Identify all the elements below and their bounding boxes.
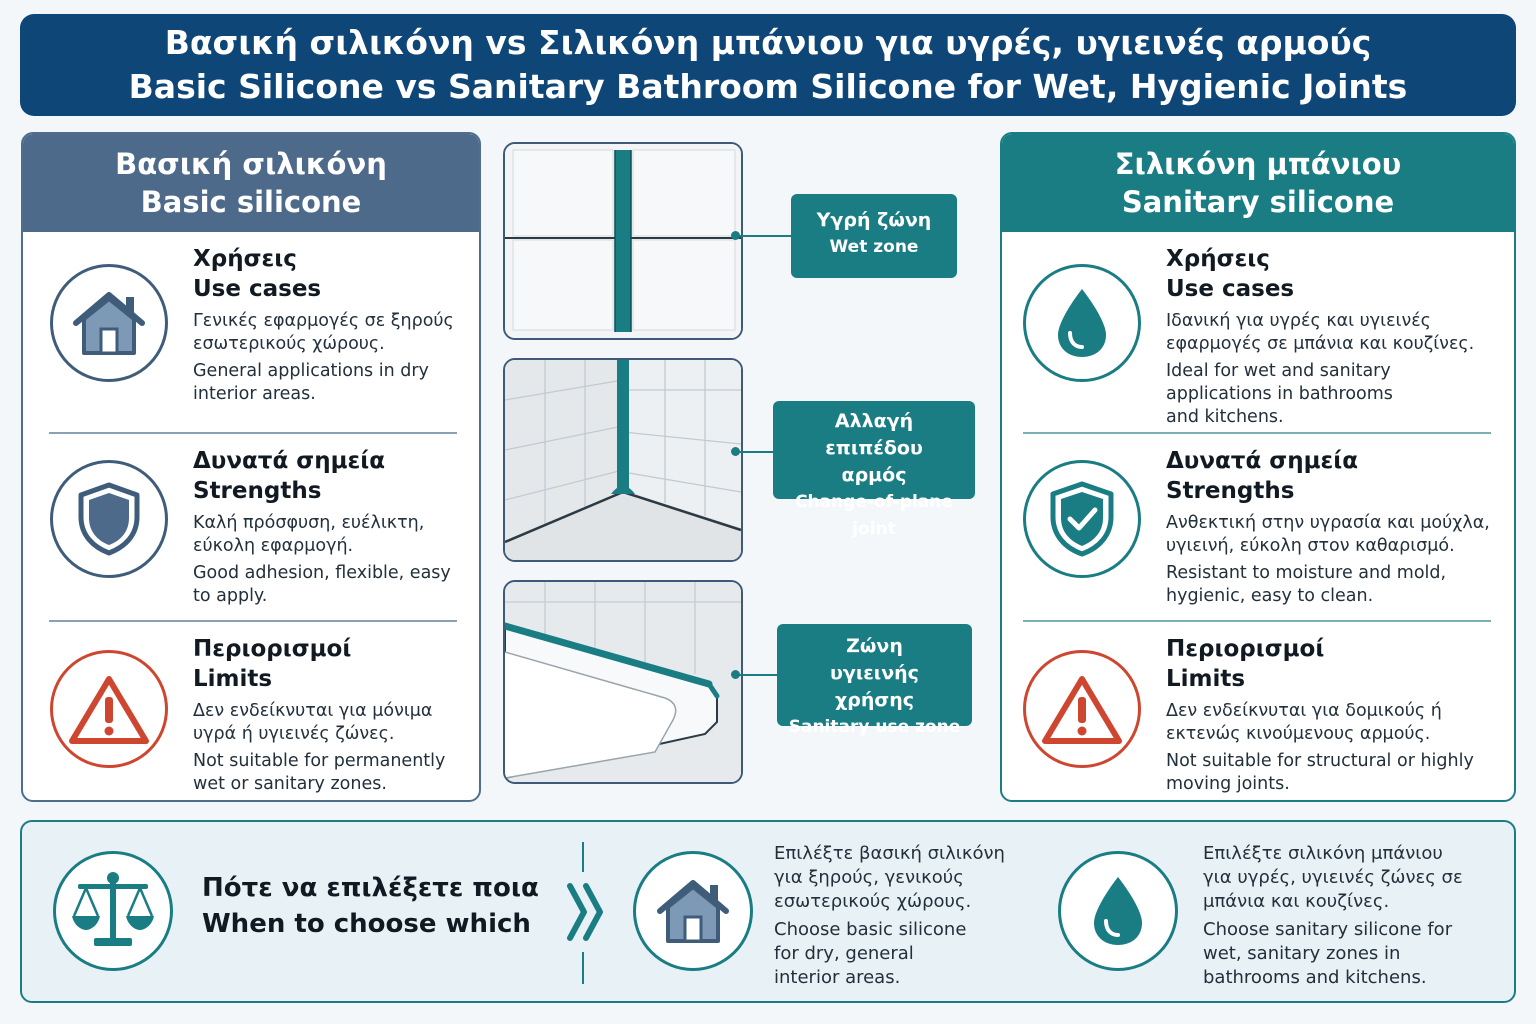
choose-basic-text: Επιλέξτε βασική σιλικόνη για ξηρούς, γεν… bbox=[774, 842, 1024, 990]
sanitary-use-cases: Χρήσεις Use cases Ιδανική για υγρές και … bbox=[1002, 232, 1514, 432]
header-banner: Βασική σιλικόνη vs Σιλικόνη μπάνιου για … bbox=[20, 14, 1516, 116]
section-divider bbox=[1023, 620, 1491, 622]
basic-strengths: Δυνατά σημεία Strengths Καλή πρόσφυση, ε… bbox=[23, 434, 479, 620]
double-chevron-icon bbox=[566, 872, 608, 952]
basic-limits: Περιορισμοί Limits Δεν ενδείκνυται για μ… bbox=[23, 622, 479, 800]
sanitary-silicone-panel: Σιλικόνη μπάνιου Sanitary silicone Χρήσε… bbox=[1000, 132, 1516, 802]
connector-line bbox=[736, 674, 778, 676]
section-title-english: Strengths bbox=[1166, 478, 1295, 504]
connector-dot bbox=[731, 447, 740, 456]
section-text-english: Ideal for wet and sanitary applications … bbox=[1166, 361, 1393, 427]
tag-greek: Υγρή ζώνη bbox=[816, 209, 932, 231]
section-title-english: Use cases bbox=[1166, 276, 1295, 302]
choose-sanitary-greek: Επιλέξτε σιλικόνη μπάνιου για υγρές, υγι… bbox=[1203, 843, 1463, 912]
section-text-english: Resistant to moisture and mold, hygienic… bbox=[1166, 563, 1447, 606]
section-title-english: Limits bbox=[193, 666, 273, 692]
section-title-greek: Δυνατά σημεία bbox=[1166, 448, 1359, 474]
water-drop-icon bbox=[1023, 264, 1141, 382]
when-to-choose-bar: Πότε να επιλέξετε ποια When to choose wh… bbox=[20, 820, 1516, 1003]
basic-head-english: Basic silicone bbox=[140, 185, 362, 219]
choose-sanitary-text: Επιλέξτε σιλικόνη μπάνιου για υγρές, υγι… bbox=[1203, 842, 1463, 990]
sanitary-zone-illustration bbox=[503, 580, 743, 784]
tag-english: Wet zone bbox=[829, 237, 919, 257]
section-title-english: Strengths bbox=[193, 478, 322, 504]
connector-dot bbox=[731, 231, 740, 240]
basic-silicone-panel: Βασική σιλικόνη Basic silicone Χρήσεις U… bbox=[21, 132, 481, 802]
tag-english: Change-of-plane joint bbox=[795, 492, 953, 539]
warning-icon bbox=[1023, 650, 1141, 768]
house-icon bbox=[50, 264, 168, 382]
section-title-english: Use cases bbox=[193, 276, 322, 302]
sanitary-use-zone-tag: Ζώνη υγιεινής χρήσης Sanitary use zone bbox=[777, 624, 972, 737]
house-icon bbox=[633, 851, 753, 971]
basic-use-cases: Χρήσεις Use cases Γενικές εφαρμογές σε ξ… bbox=[23, 232, 479, 432]
section-text-greek: Γενικές εφαρμογές σε ξηρούς εσωτερικούς … bbox=[193, 311, 454, 354]
corner-joint-illustration bbox=[503, 358, 743, 562]
section-text-greek: Καλή πρόσφυση, ευέλικτη, εύκολη εφαρμογή… bbox=[193, 513, 425, 556]
connector-dot bbox=[731, 670, 740, 679]
section-title-greek: Περιορισμοί bbox=[1166, 636, 1325, 662]
tag-english: Sanitary use zone bbox=[788, 717, 961, 737]
sanitary-head-english: Sanitary silicone bbox=[1121, 185, 1395, 219]
section-text-greek: Ιδανική για υγρές και υγιεινές εφαρμογές… bbox=[1166, 311, 1475, 354]
wet-zone-tag: Υγρή ζώνη Wet zone bbox=[791, 194, 957, 278]
scales-icon bbox=[53, 851, 173, 971]
when-to-choose-title: Πότε να επιλέξετε ποια When to choose wh… bbox=[202, 870, 539, 942]
water-drop-icon bbox=[1058, 851, 1178, 971]
sanitary-limits: Περιορισμοί Limits Δεν ενδείκνυται για δ… bbox=[1002, 622, 1514, 800]
tag-greek: Αλλαγή επιπέδου αρμός bbox=[825, 410, 923, 486]
when-title-greek: Πότε να επιλέξετε ποια bbox=[202, 873, 539, 903]
sanitary-head-greek: Σιλικόνη μπάνιου bbox=[1114, 147, 1402, 181]
section-title-greek: Περιορισμοί bbox=[193, 636, 352, 662]
change-of-plane-tag: Αλλαγή επιπέδου αρμός Change-of-plane jo… bbox=[773, 401, 975, 539]
section-title-greek: Χρήσεις bbox=[1166, 246, 1270, 272]
choose-sanitary-english: Choose sanitary silicone for wet, sanita… bbox=[1203, 919, 1453, 988]
section-text-english: Good adhesion, flexible, easy to apply. bbox=[193, 563, 451, 606]
shield-icon bbox=[50, 460, 168, 578]
wet-zone-illustration bbox=[503, 142, 743, 340]
choose-basic-english: Choose basic silicone for dry, general i… bbox=[774, 919, 967, 988]
section-text-greek: Δεν ενδείκνυται για δομικούς ή εκτενώς κ… bbox=[1166, 701, 1442, 744]
section-divider bbox=[1023, 432, 1491, 434]
title-greek: Βασική σιλικόνη vs Σιλικόνη μπάνιου για … bbox=[164, 23, 1372, 62]
sanitary-panel-header: Σιλικόνη μπάνιου Sanitary silicone bbox=[1002, 134, 1514, 232]
section-title-greek: Χρήσεις bbox=[193, 246, 297, 272]
section-text-english: Not suitable for permanently wet or sani… bbox=[193, 751, 446, 794]
section-text-greek: Δεν ενδείκνυται για μόνιμα υγρά ή υγιειν… bbox=[193, 701, 433, 744]
section-title-english: Limits bbox=[1166, 666, 1246, 692]
sanitary-strengths: Δυνατά σημεία Strengths Ανθεκτική στην υ… bbox=[1002, 434, 1514, 620]
warning-icon bbox=[50, 650, 168, 768]
shield-check-icon bbox=[1023, 460, 1141, 578]
section-divider bbox=[49, 620, 457, 622]
connector-line bbox=[736, 451, 774, 453]
basic-panel-header: Βασική σιλικόνη Basic silicone bbox=[23, 134, 479, 232]
title-english: Basic Silicone vs Sanitary Bathroom Sili… bbox=[128, 67, 1408, 106]
choose-basic-greek: Επιλέξτε βασική σιλικόνη για ξηρούς, γεν… bbox=[774, 843, 1005, 912]
section-text-greek: Ανθεκτική στην υγρασία και μούχλα, υγιει… bbox=[1166, 513, 1490, 556]
section-title-greek: Δυνατά σημεία bbox=[193, 448, 386, 474]
tag-greek: Ζώνη υγιεινής χρήσης bbox=[830, 635, 919, 711]
section-text-english: General applications in dry interior are… bbox=[193, 361, 429, 404]
basic-head-greek: Βασική σιλικόνη bbox=[115, 147, 387, 181]
when-title-english: When to choose which bbox=[202, 909, 531, 939]
section-divider bbox=[49, 432, 457, 434]
connector-line bbox=[736, 235, 792, 237]
section-text-english: Not suitable for structural or highly mo… bbox=[1166, 751, 1474, 794]
